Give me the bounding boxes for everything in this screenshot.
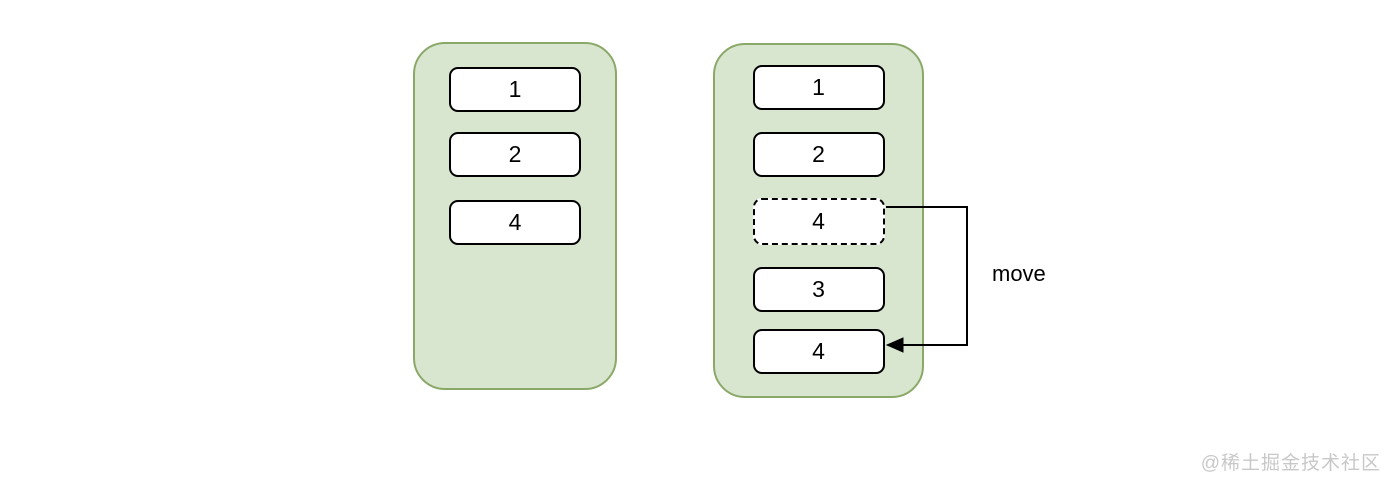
list-item: 2 [449,132,581,177]
list-container-before: 1 2 4 [413,42,617,390]
list-item: 4 [752,329,885,374]
watermark: @稀土掘金技术社区 [1200,453,1381,474]
list-container-after: 1 2 4 3 4 [713,43,924,398]
move-label: move [992,261,1046,286]
list-item: 3 [752,267,885,312]
list-item: 2 [752,132,885,177]
list-item: 1 [449,67,581,112]
list-item: 4 [449,200,581,245]
move-arrow-icon [885,206,968,353]
list-item-moved-placeholder: 4 [752,198,885,245]
list-item: 1 [752,65,885,110]
